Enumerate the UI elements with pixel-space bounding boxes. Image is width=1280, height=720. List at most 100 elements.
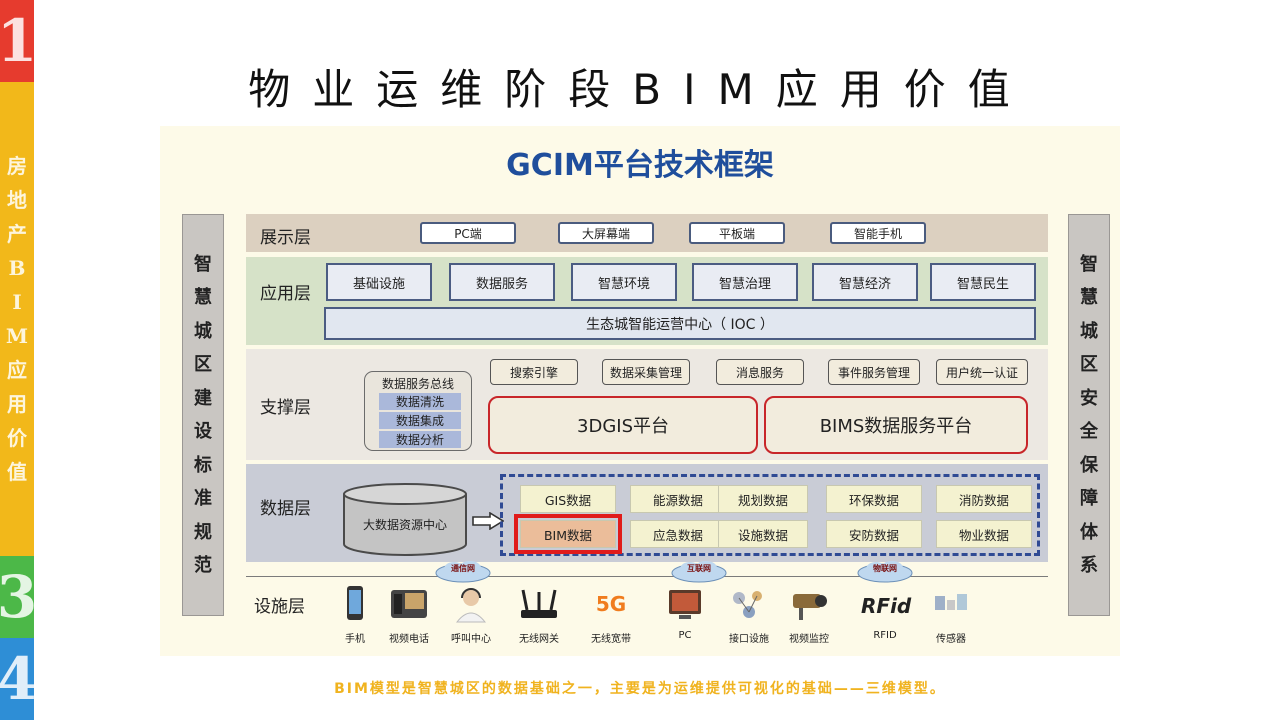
svc-data-collection: 数据采集管理 bbox=[602, 359, 690, 385]
device-label: 视频电话 bbox=[389, 634, 429, 645]
left-standards-column: 智 慧 城 区 建 设 标 准 规 范 bbox=[182, 214, 224, 616]
page-title: 物业运维阶段BIM应用价值 bbox=[248, 65, 1032, 114]
5g-icon: 5G bbox=[595, 592, 627, 616]
section-2-char: I bbox=[12, 290, 22, 314]
data-emergency: 应急数据 bbox=[630, 520, 726, 548]
bus-item-cleaning: 数据清洗 bbox=[379, 393, 461, 410]
rfid-icon: RFid bbox=[861, 594, 912, 618]
column-char: 慧 bbox=[1080, 287, 1098, 308]
column-char: 安 bbox=[1080, 387, 1098, 409]
ioc-operation-center: 生态城智能运营中心（ IOC ） bbox=[324, 307, 1036, 340]
column-char: 慧 bbox=[194, 287, 212, 308]
sensor-icon bbox=[935, 594, 967, 610]
device-phone: 手机 bbox=[318, 584, 392, 645]
section-4-number: 4 bbox=[0, 645, 38, 713]
device-label: 手机 bbox=[345, 634, 365, 645]
application-layer: 应用层 基础设施 数据服务 智慧环境 智慧治理 智慧经济 智慧民生 生态城智能运… bbox=[246, 257, 1048, 345]
right-security-column: 智 慧 城 区 安 全 保 障 体 系 bbox=[1068, 214, 1110, 616]
column-char: 设 bbox=[194, 421, 212, 442]
section-1-tab[interactable]: 1 bbox=[0, 0, 38, 82]
presentation-layer: 展示层 PC端 大屏幕端 平板端 智能手机 bbox=[246, 214, 1048, 252]
pc-icon bbox=[669, 590, 701, 619]
device-label: RFID bbox=[873, 630, 897, 641]
svc-unified-auth: 用户统一认证 bbox=[936, 359, 1028, 385]
section-2-char: 用 bbox=[6, 392, 27, 416]
video-phone-icon bbox=[391, 590, 427, 618]
app-data-service: 数据服务 bbox=[449, 263, 555, 301]
app-smart-economy: 智慧经济 bbox=[812, 263, 918, 301]
call-center-icon bbox=[455, 588, 487, 623]
support-layer: 支撑层 数据服务总线 数据清洗 数据集成 数据分析 搜索引擎 数据采集管理 消息… bbox=[246, 349, 1048, 460]
layer-label: 设施层 bbox=[254, 597, 305, 617]
internet-cloud-icon: 互联网 bbox=[670, 560, 728, 584]
device-label: PC bbox=[678, 630, 692, 641]
data-planning: 规划数据 bbox=[718, 485, 808, 513]
iot-cloud-icon: 物联网 bbox=[856, 560, 914, 584]
cloud-label: 互联网 bbox=[687, 564, 711, 573]
section-2-tab[interactable]: 房 地 产 B I M 应 用 价 值 bbox=[0, 82, 34, 556]
column-char: 标 bbox=[194, 454, 212, 476]
flow-arrow-icon bbox=[472, 512, 504, 530]
data-security: 安防数据 bbox=[826, 520, 922, 548]
svc-message: 消息服务 bbox=[716, 359, 804, 385]
section-1-number: 1 bbox=[0, 7, 38, 75]
column-char: 规 bbox=[194, 521, 212, 543]
data-property: 物业数据 bbox=[936, 520, 1032, 548]
section-4-tab[interactable]: 4 bbox=[0, 638, 38, 720]
column-char: 智 bbox=[194, 253, 212, 275]
app-infrastructure: 基础设施 bbox=[326, 263, 432, 301]
app-smart-livelihood: 智慧民生 bbox=[930, 263, 1036, 301]
device-wireless-gateway: 无线网关 bbox=[502, 584, 576, 645]
bus-title: 数据服务总线 bbox=[381, 377, 454, 391]
infrastructure-layer: 设施层 通信网 互联网 物联网 手机 视频电话 bbox=[246, 561, 1048, 656]
column-char: 建 bbox=[194, 387, 212, 409]
device-label: 呼叫中心 bbox=[451, 634, 491, 645]
section-strip: 1 房 地 产 B I M 应 用 价 值 3 4 bbox=[0, 0, 38, 720]
platform-bims: BIMS数据服务平台 bbox=[764, 396, 1028, 454]
section-3-number: 3 bbox=[0, 563, 38, 631]
display-big-screen: 大屏幕端 bbox=[558, 222, 654, 244]
telecom-cloud-icon: 通信网 bbox=[434, 560, 492, 584]
display-smartphone: 智能手机 bbox=[830, 222, 926, 244]
cloud-label: 物联网 bbox=[873, 564, 897, 573]
svc-event-management: 事件服务管理 bbox=[828, 359, 920, 385]
device-label: 无线网关 bbox=[519, 634, 559, 645]
device-label: 传感器 bbox=[936, 634, 966, 645]
bus-item-analysis: 数据分析 bbox=[379, 431, 461, 448]
router-icon bbox=[521, 589, 557, 618]
data-resource-group bbox=[500, 474, 1040, 556]
caption: BIM模型是智慧城区的数据基础之一，主要是为运维提供可视化的基础——三维模型。 bbox=[334, 681, 946, 697]
phone-icon bbox=[347, 586, 363, 620]
interface-icon bbox=[733, 591, 762, 618]
column-char: 全 bbox=[1080, 421, 1098, 442]
column-char: 体 bbox=[1080, 521, 1098, 543]
column-char: 城 bbox=[1080, 320, 1098, 342]
device-wireless-broadband: 5G 无线宽带 bbox=[574, 584, 648, 645]
column-char: 系 bbox=[1080, 555, 1098, 576]
device-sensor: 传感器 bbox=[914, 584, 988, 645]
display-tablet: 平板端 bbox=[689, 222, 785, 244]
data-fire: 消防数据 bbox=[936, 485, 1032, 513]
bus-item-integration: 数据集成 bbox=[379, 412, 461, 429]
app-smart-environment: 智慧环境 bbox=[571, 263, 677, 301]
device-call-center: 呼叫中心 bbox=[434, 584, 508, 645]
big-data-center-label: 大数据资源中心 bbox=[362, 518, 447, 532]
data-layer: 数据层 大数据资源中心 GIS数据 能源数据 规划数据 环保数据 消防数据 BI… bbox=[246, 464, 1048, 562]
data-environment: 环保数据 bbox=[826, 485, 922, 513]
data-energy: 能源数据 bbox=[630, 485, 726, 513]
layer-label: 应用层 bbox=[260, 284, 311, 304]
section-2-char: 应 bbox=[6, 358, 27, 382]
section-3-tab[interactable]: 3 bbox=[0, 556, 38, 638]
section-2-char: 值 bbox=[6, 460, 27, 484]
column-char: 障 bbox=[1080, 488, 1098, 509]
app-smart-governance: 智慧治理 bbox=[692, 263, 798, 301]
device-label: 接口设施 bbox=[729, 634, 769, 645]
diagram-title: GCIM平台技术框架 bbox=[506, 148, 774, 183]
layer-label: 展示层 bbox=[260, 228, 311, 248]
data-bim-highlighted: BIM数据 bbox=[514, 514, 622, 554]
section-2-char: 地 bbox=[6, 188, 27, 212]
section-2-char: M bbox=[5, 324, 29, 348]
database-cylinder-icon bbox=[343, 483, 467, 556]
gcim-framework-diagram: GCIM平台技术框架 智 慧 城 区 建 设 标 准 规 范 智 慧 城 区 安 bbox=[160, 126, 1120, 656]
